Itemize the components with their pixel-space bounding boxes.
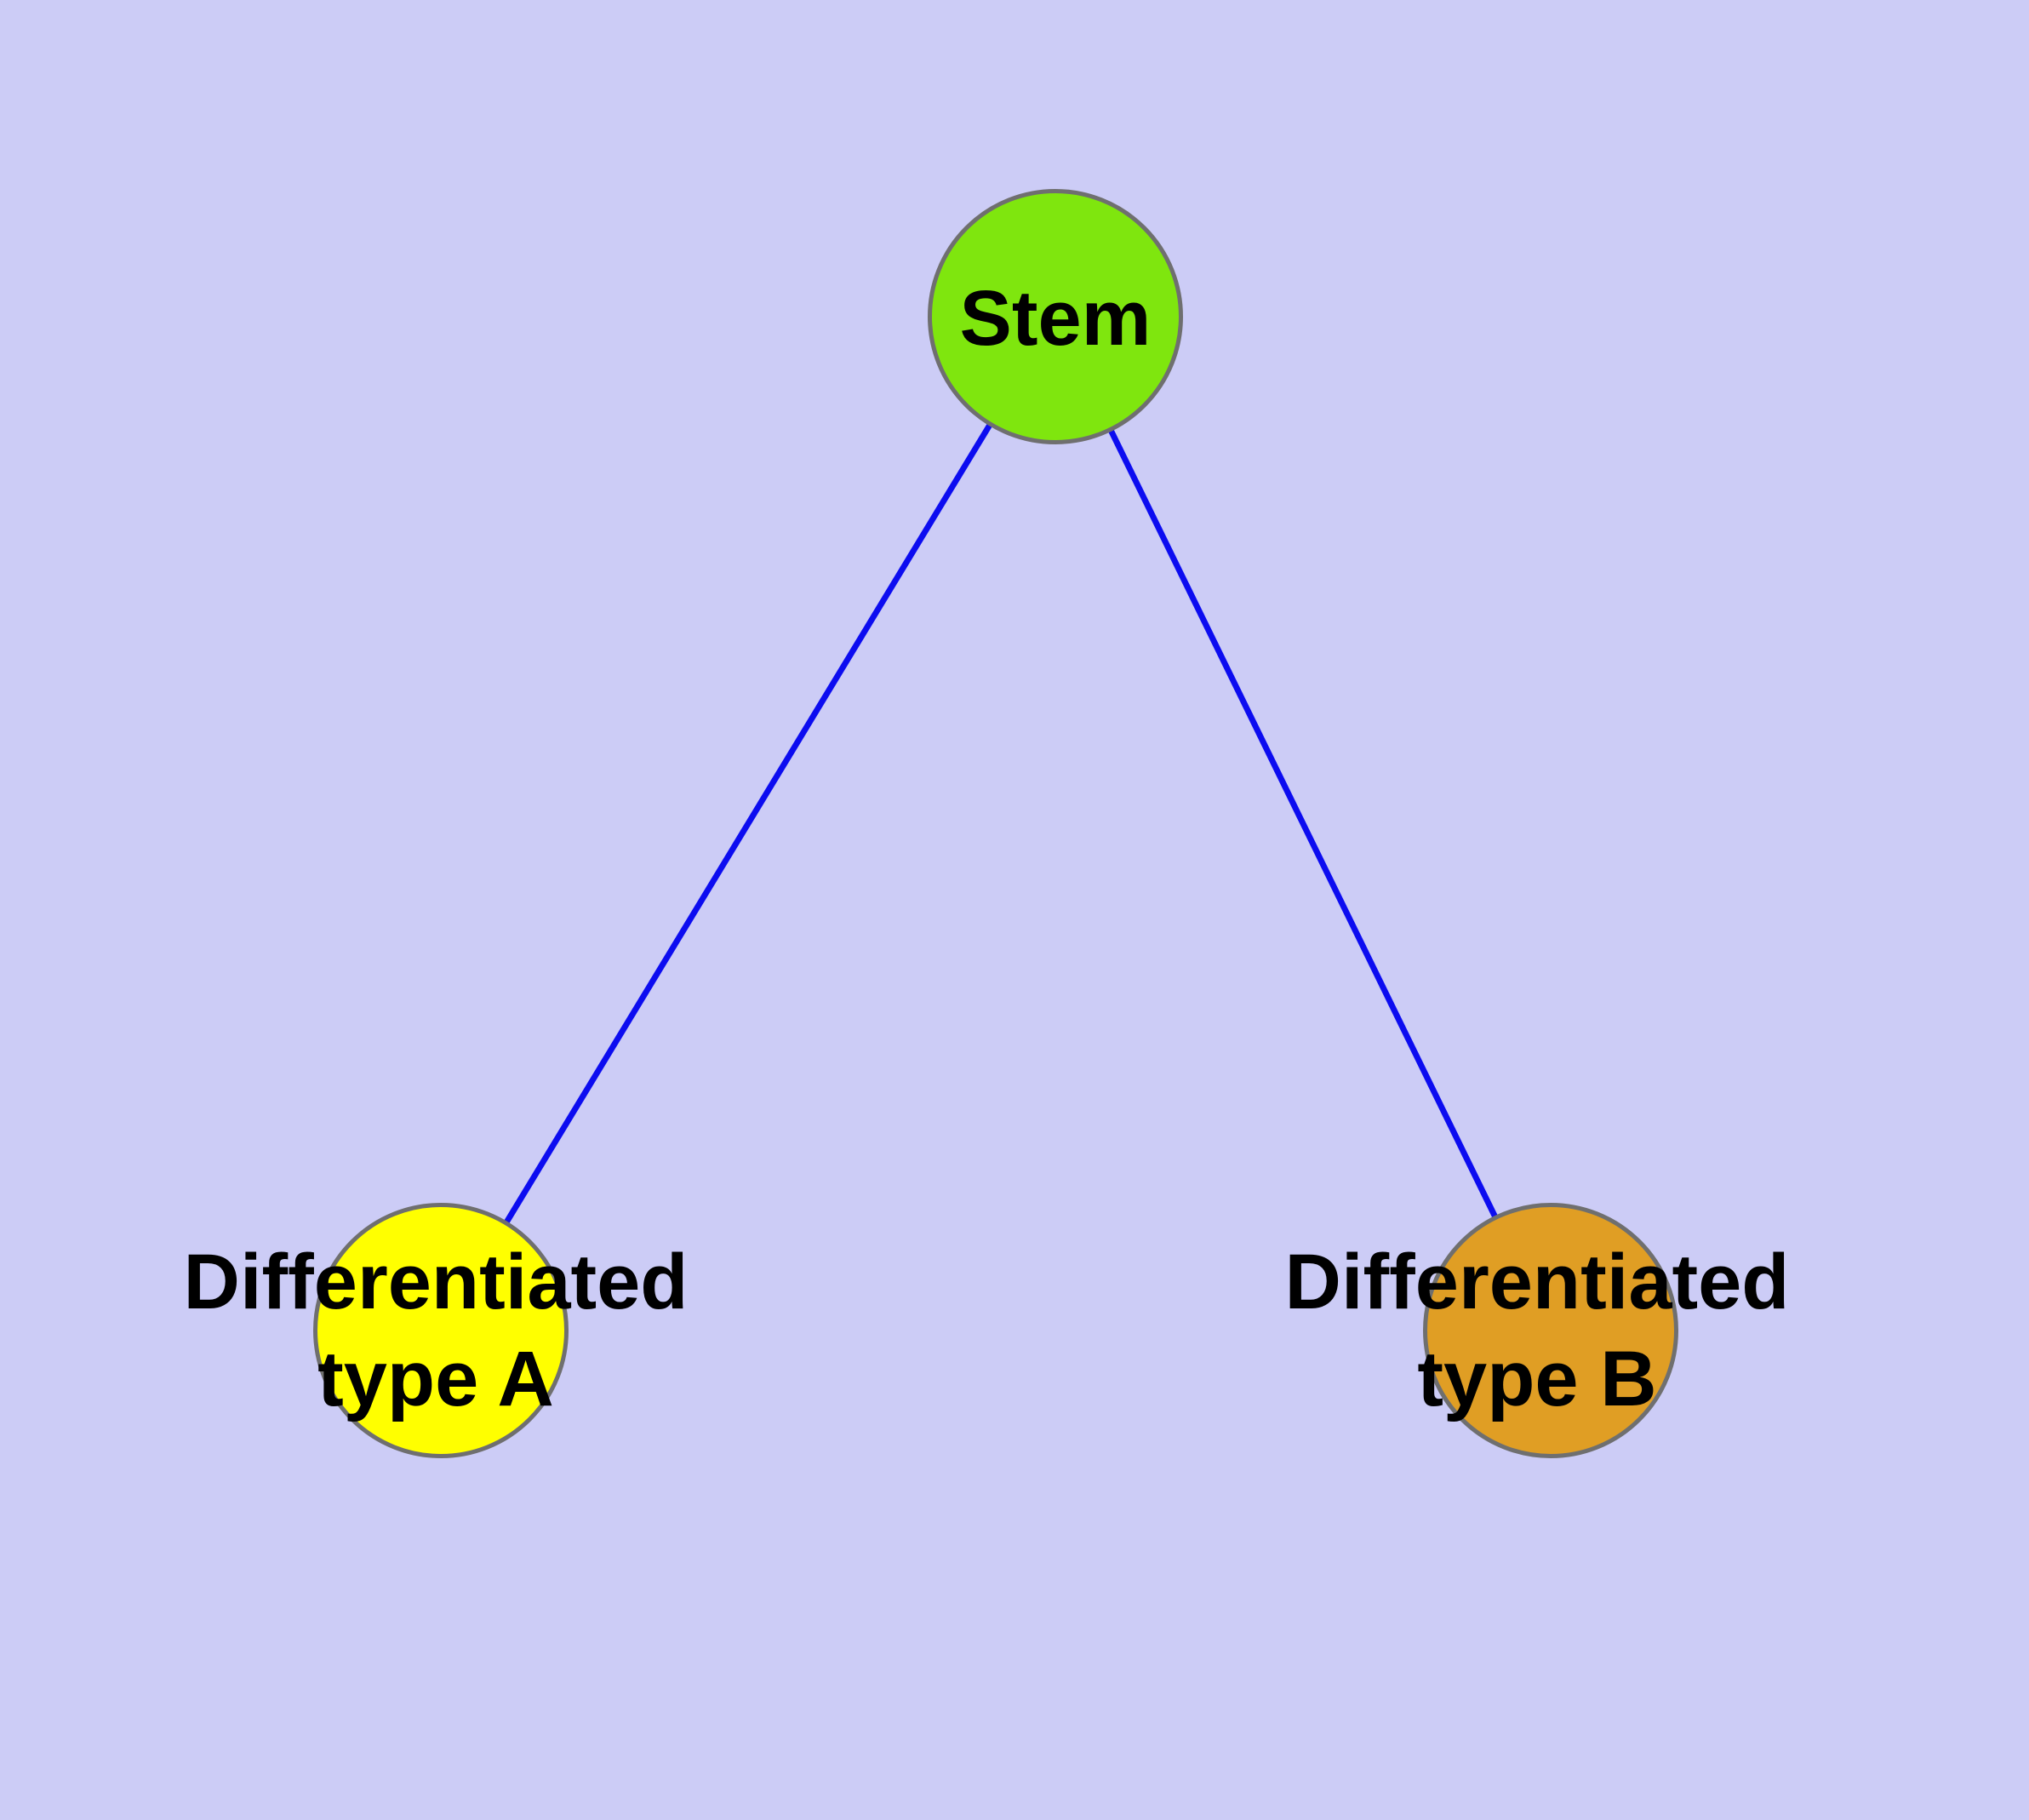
node-stem-label: Stem [959,275,1152,362]
edge-stem-to-type-b [1052,315,1554,1332]
node-differentiated-type-b-label: Differentiated type B [1284,1239,1790,1422]
edge-stem-to-type-a [438,315,1058,1332]
node-differentiated-type-b [1423,1203,1678,1458]
node-stem [928,189,1183,444]
node-differentiated-type-a [313,1203,569,1458]
node-differentiated-type-a-label: Differentiated type A [183,1239,689,1422]
